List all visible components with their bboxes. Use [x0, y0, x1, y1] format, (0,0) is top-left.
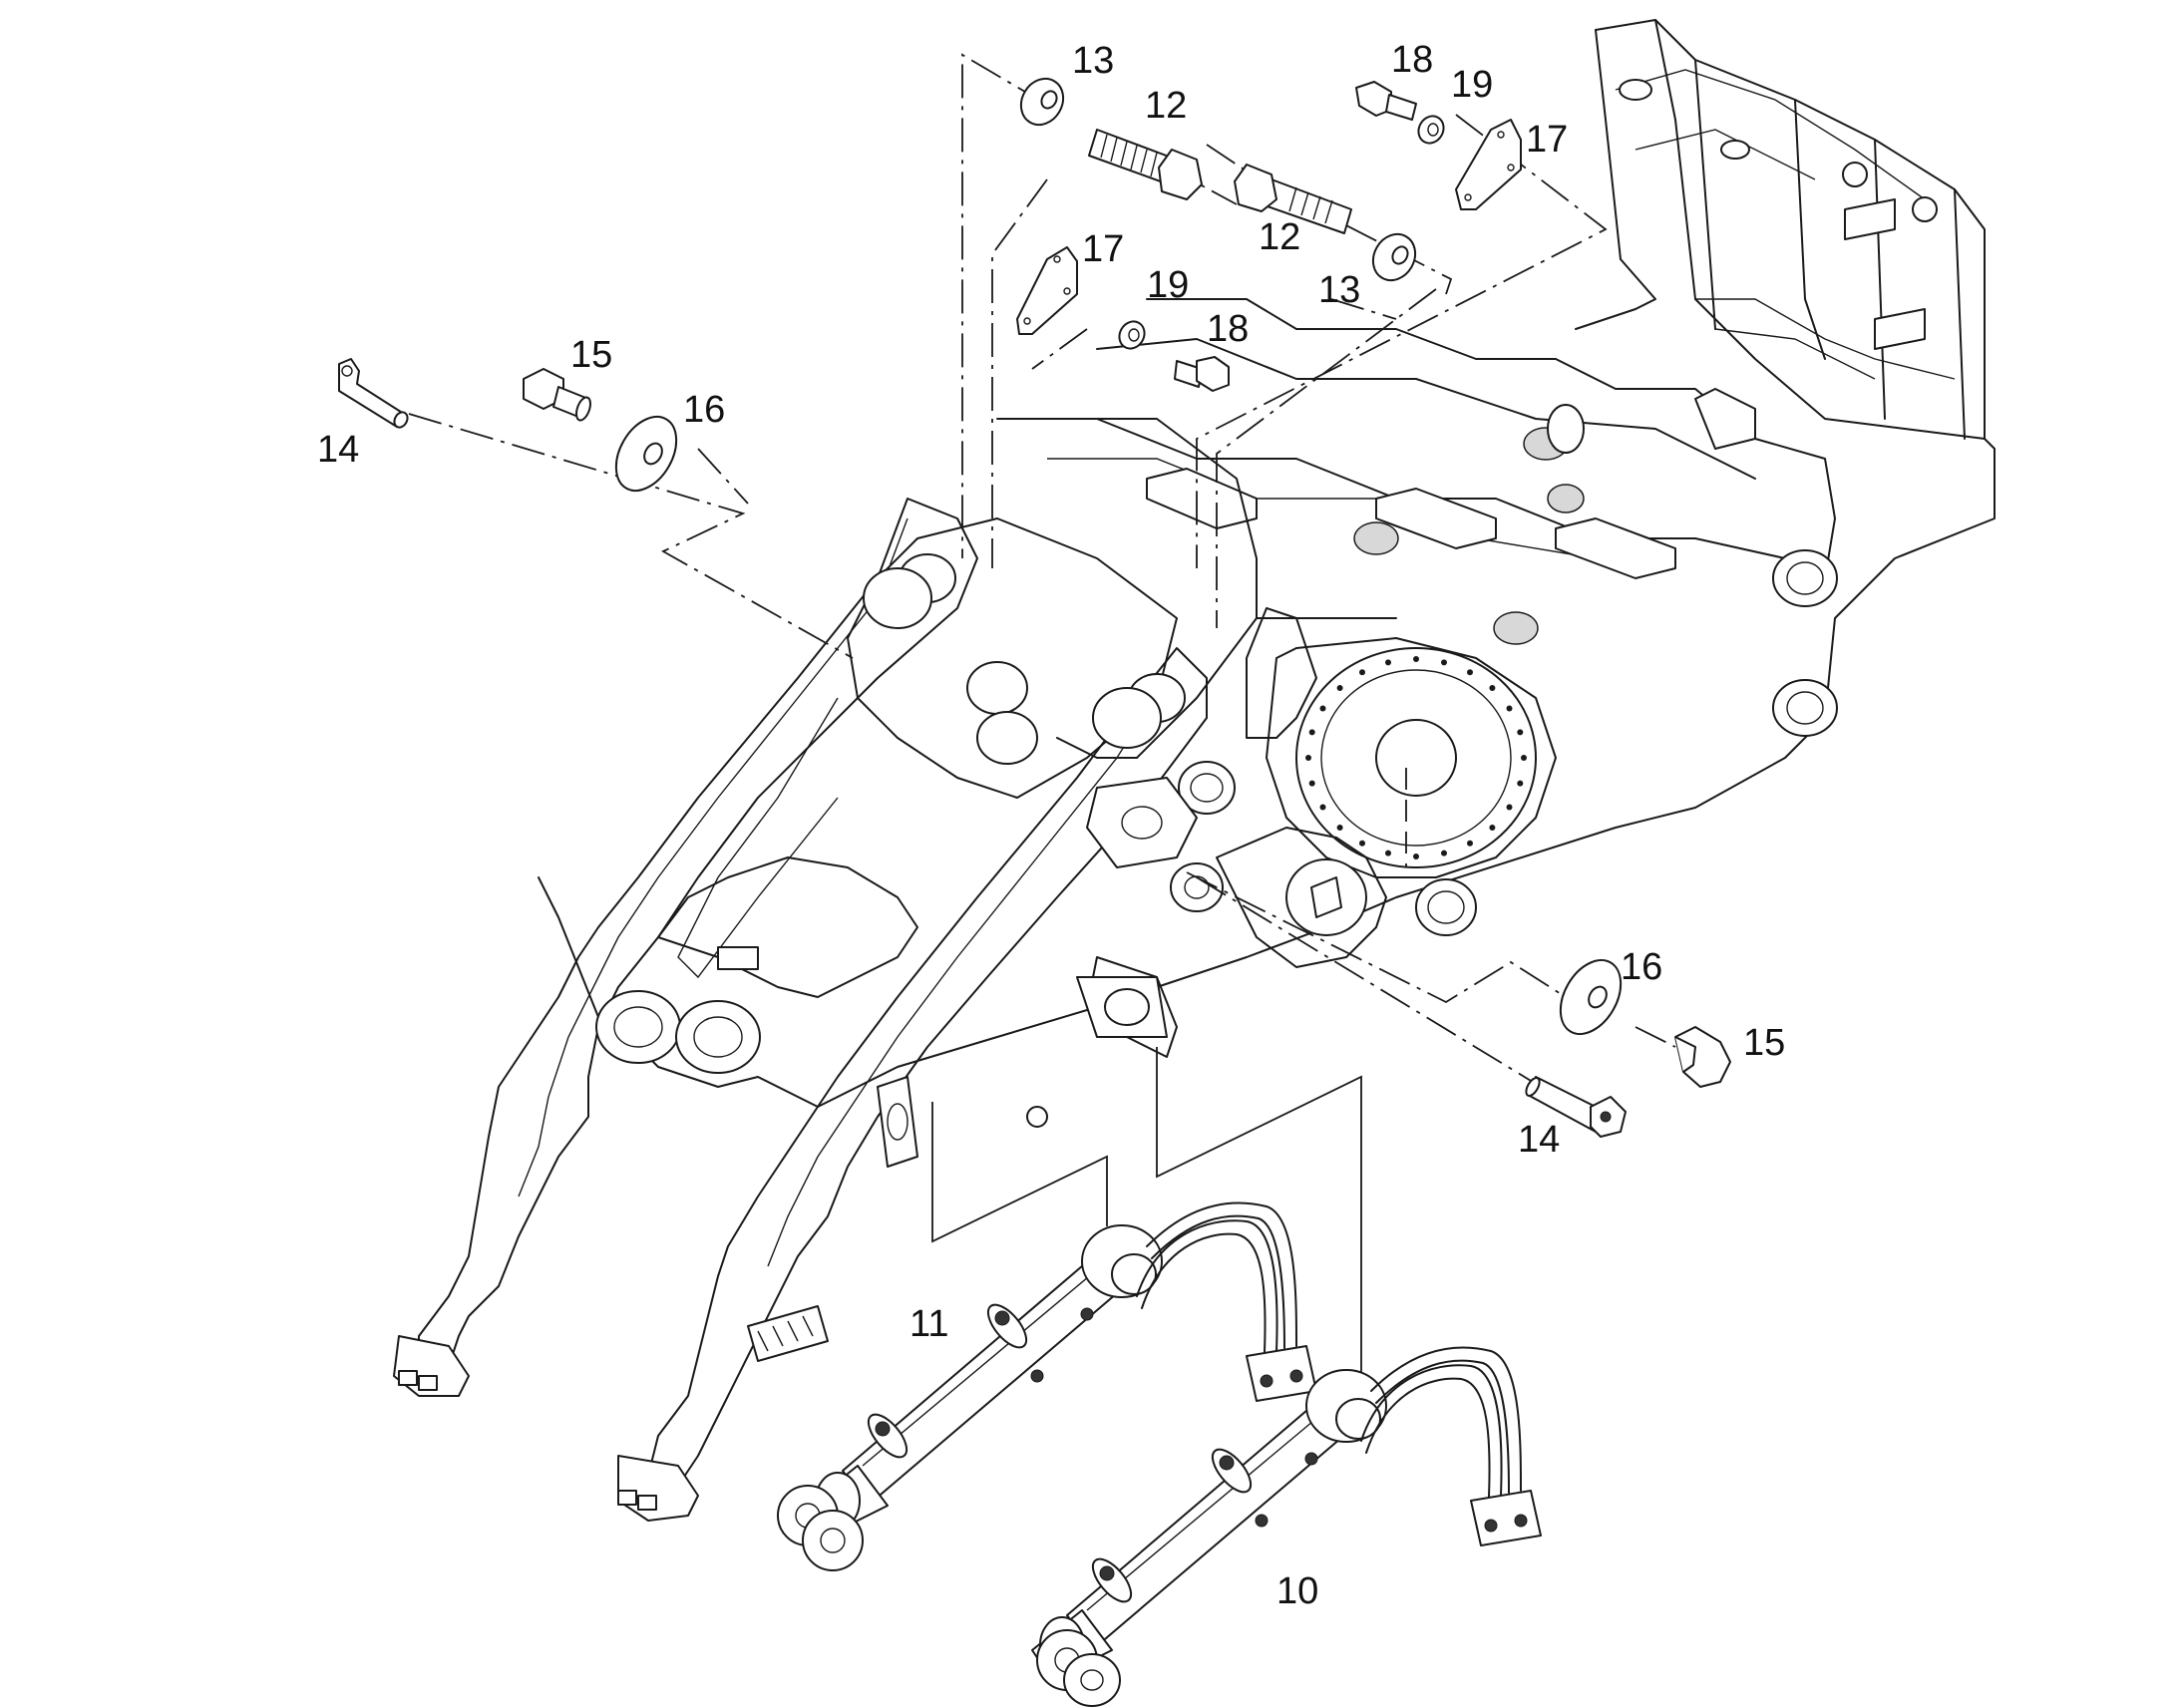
ring-bolt-hole [1413, 656, 1419, 662]
callout-17-lower: 17 [1082, 228, 1124, 270]
hydraulic-cylinder-11 [777, 1201, 1317, 1571]
callout-14-upper: 14 [317, 429, 359, 471]
ring-bolt-hole [1359, 840, 1365, 847]
part-13-washer-upper [1019, 77, 1065, 127]
callout-13-upper: 13 [1072, 40, 1114, 82]
callout-15-right: 15 [1743, 1022, 1785, 1064]
ring-bolt-hole [1441, 850, 1447, 856]
part-19-washer-lower [1118, 320, 1146, 350]
hydraulic-cylinder-10 [1031, 1346, 1542, 1707]
ring-bolt-hole [1385, 850, 1391, 856]
part-18-bolt-upper [1355, 81, 1417, 121]
assembly-leader-lines [408, 53, 1676, 1396]
part-15-plug-right [1674, 1026, 1731, 1088]
ring-bolt-hole [1305, 755, 1311, 761]
callout-10: 10 [1276, 1570, 1318, 1612]
ring-bolt-hole [1413, 854, 1419, 859]
ring-bolt-hole [1359, 669, 1365, 676]
part-12-bolt-upper [1088, 129, 1203, 200]
callout-13-lower: 13 [1318, 269, 1360, 311]
ring-bolt-hole [1319, 705, 1326, 712]
callout-11: 11 [909, 1303, 948, 1345]
part-16-washer-upper [614, 416, 678, 492]
callout-12-lower: 12 [1259, 216, 1300, 258]
ring-bolt-hole [1467, 840, 1473, 847]
part-13-washer-lower [1371, 232, 1417, 282]
ring-bolt-hole [1336, 825, 1343, 831]
ring-bolt-hole [1506, 705, 1513, 712]
part-17-cover-plate-lower [1016, 246, 1078, 335]
part-16-washer-right [1559, 959, 1623, 1035]
callout-19-lower: 19 [1147, 264, 1189, 306]
ring-bolt-hole [1308, 729, 1315, 736]
ring-bolt-hole [1517, 729, 1524, 736]
ring-bolt-holes [1305, 656, 1527, 859]
callout-17-upper: 17 [1526, 119, 1568, 161]
part-15-plug-upper [523, 368, 591, 422]
callout-12-upper: 12 [1145, 85, 1187, 127]
loader-arms [393, 498, 1208, 1522]
callout-16-upper: 16 [683, 389, 725, 431]
ring-bolt-hole [1489, 825, 1496, 831]
part-17-cover-plate-upper [1455, 119, 1522, 210]
callout-18-lower: 18 [1207, 308, 1249, 350]
ring-bolt-hole [1308, 780, 1315, 787]
ring-bolt-hole [1336, 685, 1343, 691]
callout-14-right: 14 [1518, 1119, 1560, 1161]
callout-15-upper: 15 [570, 334, 612, 376]
callout-labels: 13 12 18 19 17 17 19 18 12 13 15 16 14 1… [317, 39, 1785, 1612]
callout-19-upper: 19 [1451, 64, 1493, 106]
callout-16-right: 16 [1621, 946, 1662, 988]
ring-bolt-hole [1506, 804, 1513, 811]
ring-bolt-hole [1467, 669, 1473, 676]
part-12-bolt-lower [1234, 164, 1352, 234]
ring-bolt-hole [1521, 755, 1527, 761]
ring-bolt-hole [1385, 659, 1391, 666]
ring-bolt-hole [1517, 780, 1524, 787]
part-19-washer-upper [1417, 115, 1445, 145]
ring-bolt-hole [1441, 659, 1447, 666]
part-18-bolt-lower [1174, 356, 1230, 392]
ring-bolt-hole [1319, 804, 1326, 811]
part-14-pin-right [1525, 1076, 1627, 1138]
callout-18-upper: 18 [1391, 39, 1433, 81]
ring-bolt-hole [1489, 685, 1496, 691]
part-14-pin-upper [338, 358, 409, 429]
